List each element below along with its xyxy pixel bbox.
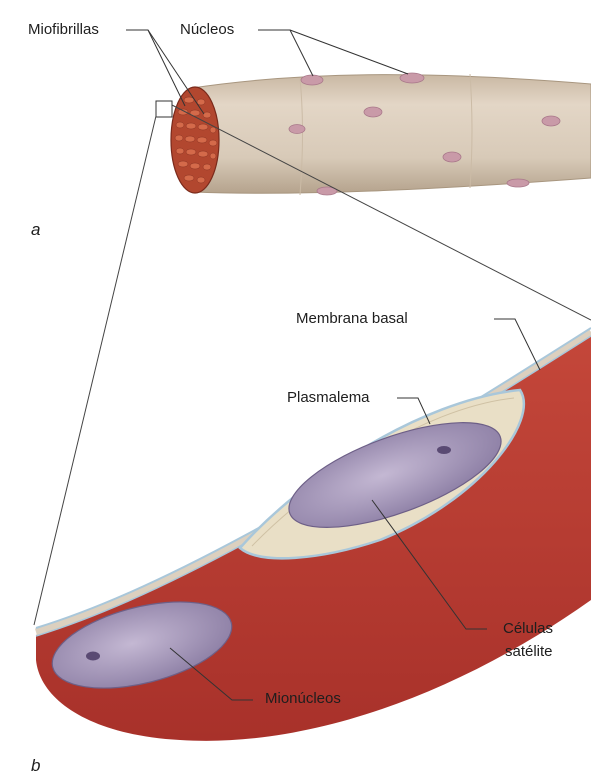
panel-label-a: a: [31, 221, 40, 239]
panel-label-b: b: [31, 757, 40, 775]
label-plasmalema: Plasmalema: [287, 389, 370, 407]
label-mionucleos: Mionúcleos: [265, 690, 341, 708]
muscle-fiber-cylinder: [192, 74, 591, 195]
myofibrils-cross-section: [156, 87, 219, 193]
label-membrana-basal: Membrana basal: [296, 310, 408, 328]
label-celulas: Células: [503, 620, 553, 638]
label-nucleos: Núcleos: [180, 21, 234, 39]
label-satelite: satélite: [505, 643, 553, 661]
label-miofibrillas: Miofibrillas: [28, 21, 99, 39]
